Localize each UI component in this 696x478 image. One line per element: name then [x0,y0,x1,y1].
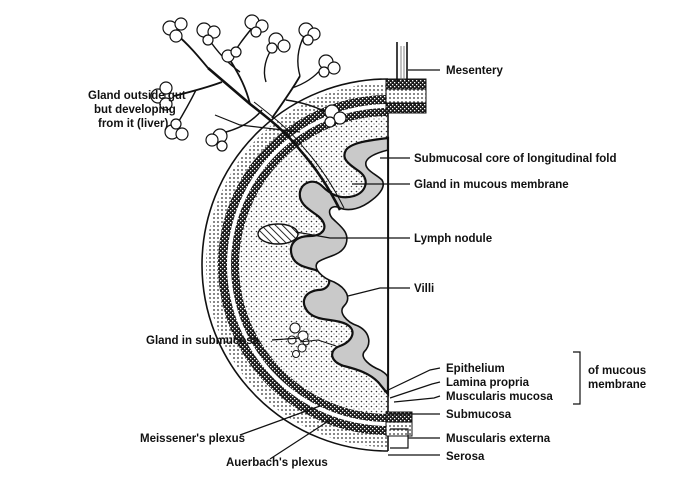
wall-cut-strip-dots [385,88,427,104]
liver-lobule [298,22,321,46]
liver-lobule [244,14,269,38]
label-auerbach: Auerbach's plexus [226,457,328,469]
submucosa-gland-shape [287,322,337,358]
label-meissener: Meissener's plexus [140,433,245,445]
liver-lobule [164,118,189,141]
liver-lobule [318,54,341,78]
liver-lobule [205,128,228,152]
label-muscularis-mucosa: Muscularis mucosa [446,391,553,403]
mesentery-structure [396,42,408,82]
liver-lobule [266,32,291,54]
label-villi: Villi [414,283,434,295]
liver-gland-tree [150,14,347,211]
liver-lobule [221,46,242,63]
leader-lines [214,69,581,460]
wall-cut-strip-inner [385,102,427,114]
label-gland-outside-3: from it (liver) [98,118,168,130]
label-of-mucous-2: membrane [588,379,646,391]
liver-lobule [324,104,347,128]
label-of-mucous-1: of mucous [588,365,646,377]
label-gland-mucous: Gland in mucous membrane [414,179,569,191]
label-lymph-nodule: Lymph nodule [414,233,492,245]
label-serosa: Serosa [446,451,485,463]
label-gland-outside-1: Gland outside gut [88,90,186,102]
label-submucosa: Submucosa [446,409,512,421]
liver-lobule [196,22,221,46]
wall-cut-strip-top [385,78,427,90]
label-lamina-propria: Lamina propria [446,377,530,389]
lymph-nodule-shape [257,223,299,245]
liver-lobule [162,17,188,43]
label-muscularis-externa: Muscularis externa [446,433,551,445]
label-submucosal-core: Submucosal core of longitudinal fold [414,153,617,165]
label-epithelium: Epithelium [446,363,505,375]
label-mesentery: Mesentery [446,65,503,77]
label-gland-outside-2: but developing [94,104,176,116]
liver-lobule [150,81,173,111]
inner-fold-core [315,148,389,379]
label-gland-submucosa: Gland in submucosa [146,335,260,347]
